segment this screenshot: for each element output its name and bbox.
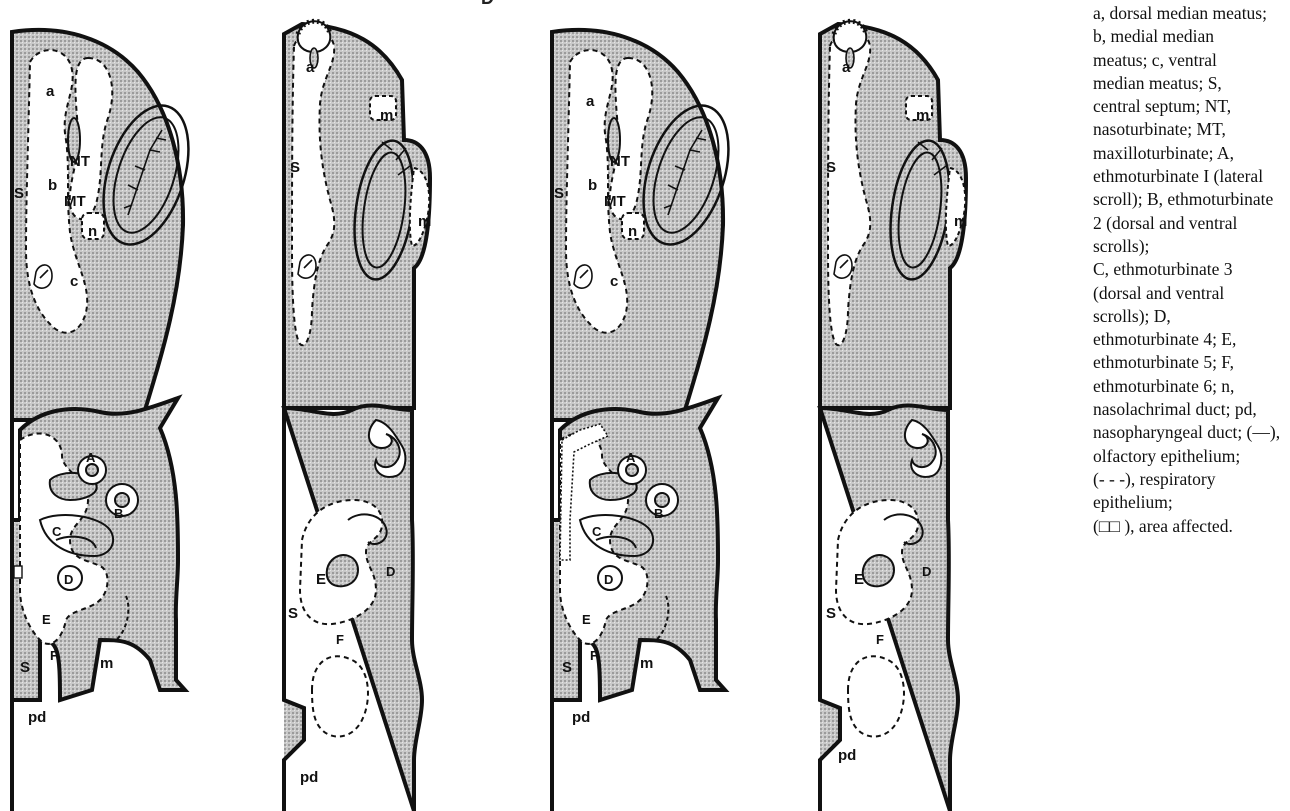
label-a: a [842,59,851,76]
label-a: a [46,83,55,100]
section-top-2 [284,21,430,408]
label-a: a [586,93,595,110]
label-S: S [826,159,836,176]
label-B: B [654,506,663,521]
section-bottom-3 [552,398,725,811]
legend-line: ethmoturbinate I (lateral [1093,165,1287,188]
label-m: m [100,655,113,672]
legend-line: 2 (dorsal and ventral [1093,212,1287,235]
label-E: E [42,612,51,627]
legend-line: maxilloturbinate; A, [1093,142,1287,165]
label-C: C [52,524,62,539]
section-bottom-2 [284,406,422,811]
label-S: S [288,605,298,622]
label-D: D [922,564,931,579]
legend-line: ethmoturbinate 5; F, [1093,351,1287,374]
label-pd: pd [28,709,46,726]
label-S: S [562,659,572,676]
legend-line: nasopharyngeal duct; (—), [1093,421,1287,444]
label-D: D [64,572,73,587]
label-c: c [610,273,618,290]
label-S: S [20,659,30,676]
label-A: A [86,450,96,465]
label-n: n [88,223,97,240]
label-C: C [592,524,602,539]
legend-line: olfactory epithelium; [1093,445,1287,468]
label-n: n [628,223,637,240]
label-pd: pd [300,769,318,786]
affected-area-marker [14,566,22,578]
figure-top-label: D [481,0,494,9]
label-E: E [854,571,864,588]
legend-line: (□□ ), area affected. [1093,515,1287,538]
label-S: S [14,185,24,202]
label-F: F [590,648,598,663]
label-MT: MT [604,193,626,210]
legend-line: ethmoturbinate 4; E, [1093,328,1287,351]
label-F: F [50,648,58,663]
legend-line: b, medial median [1093,25,1287,48]
legend-line: scrolls); D, [1093,305,1287,328]
label-E: E [316,571,326,588]
label-a: a [306,59,315,76]
legend-line: C, ethmoturbinate 3 [1093,258,1287,281]
section-top-4 [820,21,966,408]
label-m: m [640,655,653,672]
legend-line: scrolls); [1093,235,1287,258]
legend-line: (dorsal and ventral [1093,282,1287,305]
label-S: S [826,605,836,622]
section-bottom-1 [12,398,185,811]
legend: a, dorsal median meatus; b, medial media… [1093,2,1287,538]
label-E: E [582,612,591,627]
label-S: S [554,185,564,202]
label-D: D [386,564,395,579]
label-S: S [290,159,300,176]
section-top-1 [12,30,204,420]
label-NT: NT [610,153,630,170]
legend-line: nasoturbinate; MT, [1093,118,1287,141]
label-B: B [114,506,123,521]
label-F: F [336,632,344,647]
legend-line: epithelium; [1093,491,1287,514]
legend-line: median meatus; S, [1093,72,1287,95]
label-D: D [604,572,613,587]
label-m: m [418,213,431,230]
label-MT: MT [64,193,86,210]
label-c: c [70,273,78,290]
label-b: b [588,177,597,194]
label-m: m [380,107,393,124]
legend-line: meatus; c, ventral [1093,49,1287,72]
legend-line: scroll); B, ethmoturbinate [1093,188,1287,211]
legend-line: ethmoturbinate 6; n, [1093,375,1287,398]
legend-line: nasolachrimal duct; pd, [1093,398,1287,421]
label-A: A [626,450,636,465]
section-top-3 [552,30,744,420]
label-pd: pd [572,709,590,726]
label-m: m [916,107,929,124]
legend-line: a, dorsal median meatus; [1093,2,1287,25]
label-b: b [48,177,57,194]
label-F: F [876,632,884,647]
label-NT: NT [70,153,90,170]
legend-line: (- - -), respiratory [1093,468,1287,491]
legend-line: central septum; NT, [1093,95,1287,118]
label-pd: pd [838,747,856,764]
label-m: m [954,213,967,230]
